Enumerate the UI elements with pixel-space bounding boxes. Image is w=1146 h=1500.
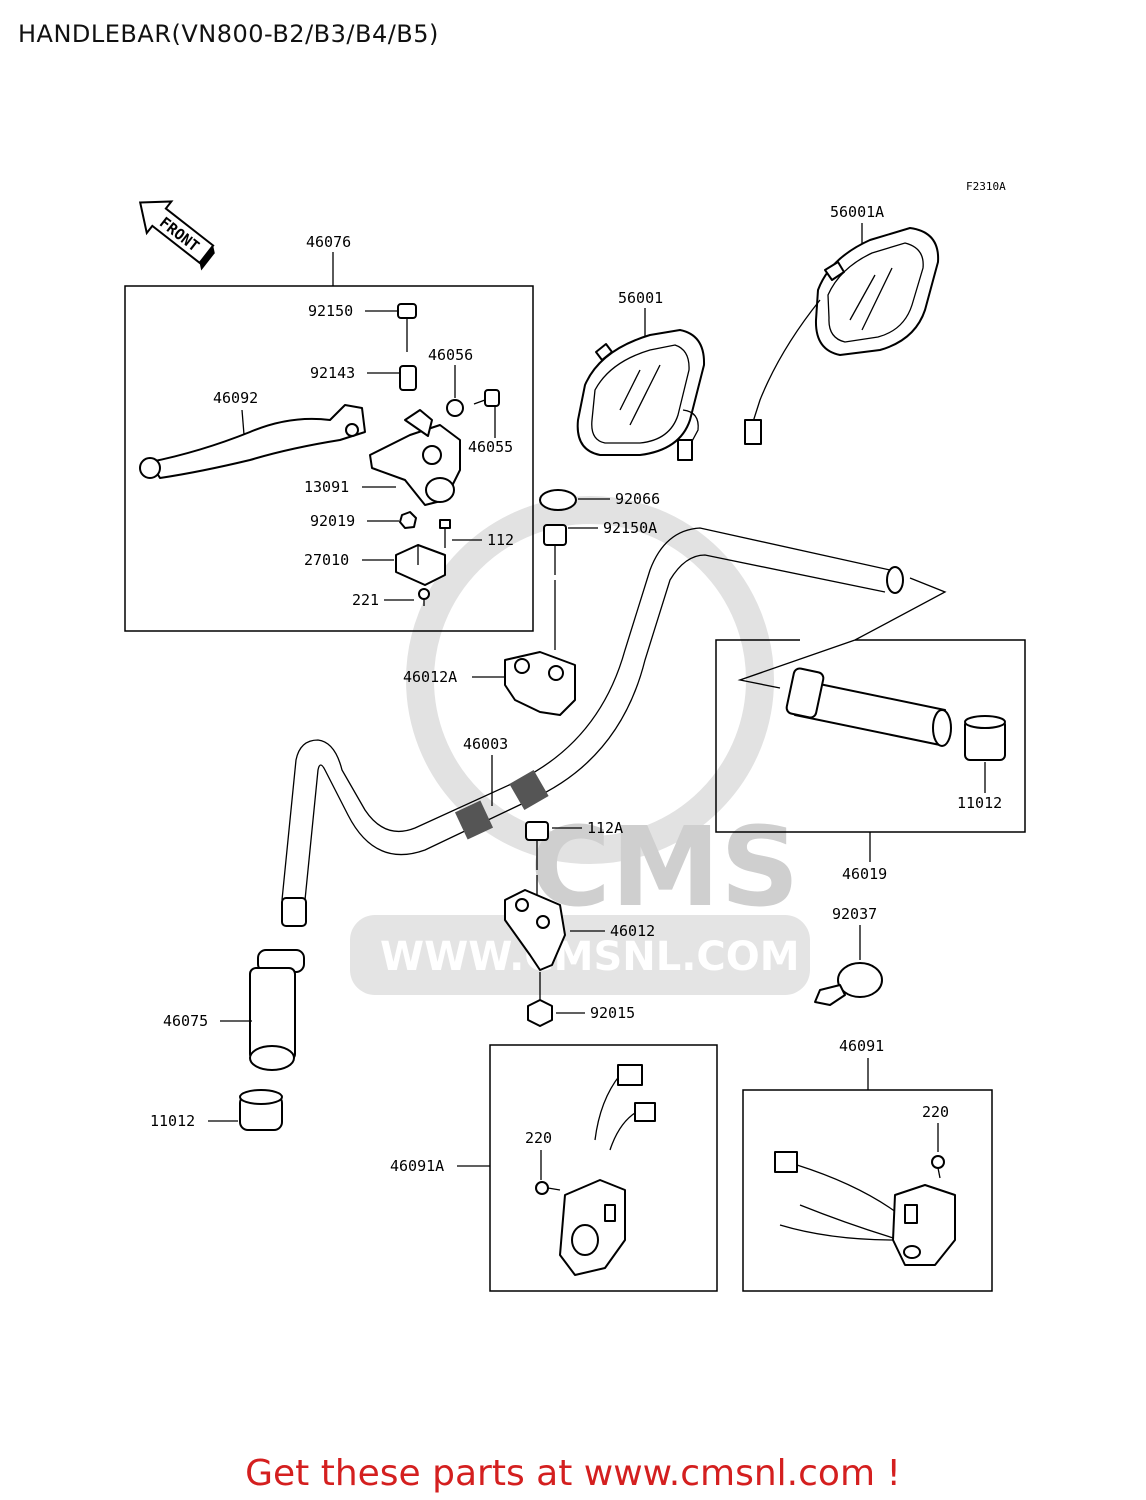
- right-switch-housing: [774, 1151, 956, 1266]
- label-56001: 56001: [618, 289, 663, 307]
- cap-92066: [539, 489, 577, 511]
- label-112A: 112A: [587, 819, 623, 837]
- label-46012: 46012: [610, 922, 655, 940]
- mirror-56001: [576, 329, 706, 461]
- cms-watermark: CMS WWW.CMSNL.COM: [350, 496, 810, 995]
- label-92037: 92037: [832, 905, 877, 923]
- handlebar-46003: [281, 527, 904, 927]
- figure-code: F2310A: [966, 180, 1006, 193]
- label-221: 221: [352, 591, 379, 609]
- label-92143: 92143: [310, 364, 355, 382]
- label-46092: 46092: [213, 389, 258, 407]
- screw-112: [439, 519, 451, 548]
- throttle-grip: [785, 667, 952, 747]
- watermark-ring: [406, 496, 774, 864]
- label-46091: 46091: [839, 1037, 884, 1055]
- parts-diagram: CMS WWW.CMSNL.COM F2310A FRONT 46076 921…: [124, 180, 1026, 1292]
- clutch-lever-46092: [139, 404, 366, 479]
- left-switch-housing: [559, 1064, 656, 1276]
- bolt-92150: [397, 303, 417, 352]
- label-46076: 46076: [306, 233, 351, 251]
- lever-assembly-box: [124, 285, 534, 632]
- label-46075: 46075: [163, 1012, 208, 1030]
- label-11012-right: 11012: [957, 794, 1002, 812]
- mirror-56001A: [744, 227, 940, 445]
- label-46003: 46003: [463, 735, 508, 753]
- watermark-url: WWW.CMSNL.COM: [380, 934, 800, 980]
- end-cap-11012-right: [964, 715, 1006, 761]
- screw-220-left: [535, 1181, 561, 1195]
- cable-guide-92037: [814, 962, 883, 1006]
- throttle-box-connector: [737, 577, 947, 689]
- label-92150: 92150: [308, 302, 353, 320]
- screw-46055: [473, 389, 500, 407]
- clutch-switch-27010: [395, 544, 446, 586]
- left-grip-46075: [249, 949, 305, 1071]
- bolt-112A: [525, 821, 549, 900]
- collar-92143: [399, 365, 417, 391]
- footer-promo[interactable]: Get these parts at www.cmsnl.com !: [245, 1453, 901, 1494]
- lower-clamp-46012: [504, 889, 566, 971]
- page-title: HANDLEBAR(VN800-B2/B3/B4/B5): [18, 20, 439, 48]
- knurl-2: [509, 770, 549, 810]
- label-220-right: 220: [922, 1103, 949, 1121]
- label-92150A: 92150A: [603, 519, 657, 537]
- watermark-url-band: [350, 915, 810, 995]
- right-switch-box: [742, 1089, 993, 1292]
- label-27010: 27010: [304, 551, 349, 569]
- end-cap-11012-left: [239, 1089, 283, 1131]
- label-112: 112: [487, 531, 514, 549]
- label-56001A: 56001A: [830, 203, 884, 221]
- nut-92019: [399, 511, 417, 529]
- label-46055: 46055: [468, 438, 513, 456]
- label-13091: 13091: [304, 478, 349, 496]
- upper-clamp-46012A: [504, 651, 576, 716]
- label-11012-left: 11012: [150, 1112, 195, 1130]
- label-92066: 92066: [615, 490, 660, 508]
- knurl-1: [454, 800, 494, 840]
- label-46012A: 46012A: [403, 668, 457, 686]
- label-46056: 46056: [428, 346, 473, 364]
- front-arrow: FRONT: [138, 200, 215, 271]
- label-46091A: 46091A: [390, 1157, 444, 1175]
- screw-220-right: [931, 1155, 945, 1179]
- left-switch-box: [489, 1044, 718, 1292]
- label-92019: 92019: [310, 512, 355, 530]
- front-arrow-shadow: [199, 245, 215, 271]
- screw-221: [418, 588, 430, 606]
- bolt-92150A: [543, 524, 567, 650]
- label-92015: 92015: [590, 1004, 635, 1022]
- watermark-logo: CMS: [530, 803, 799, 931]
- lever-holder-13091: [369, 409, 461, 506]
- nut-92015: [527, 999, 553, 1027]
- label-46019: 46019: [842, 865, 887, 883]
- nut-46056: [446, 399, 464, 417]
- label-220-left: 220: [525, 1129, 552, 1147]
